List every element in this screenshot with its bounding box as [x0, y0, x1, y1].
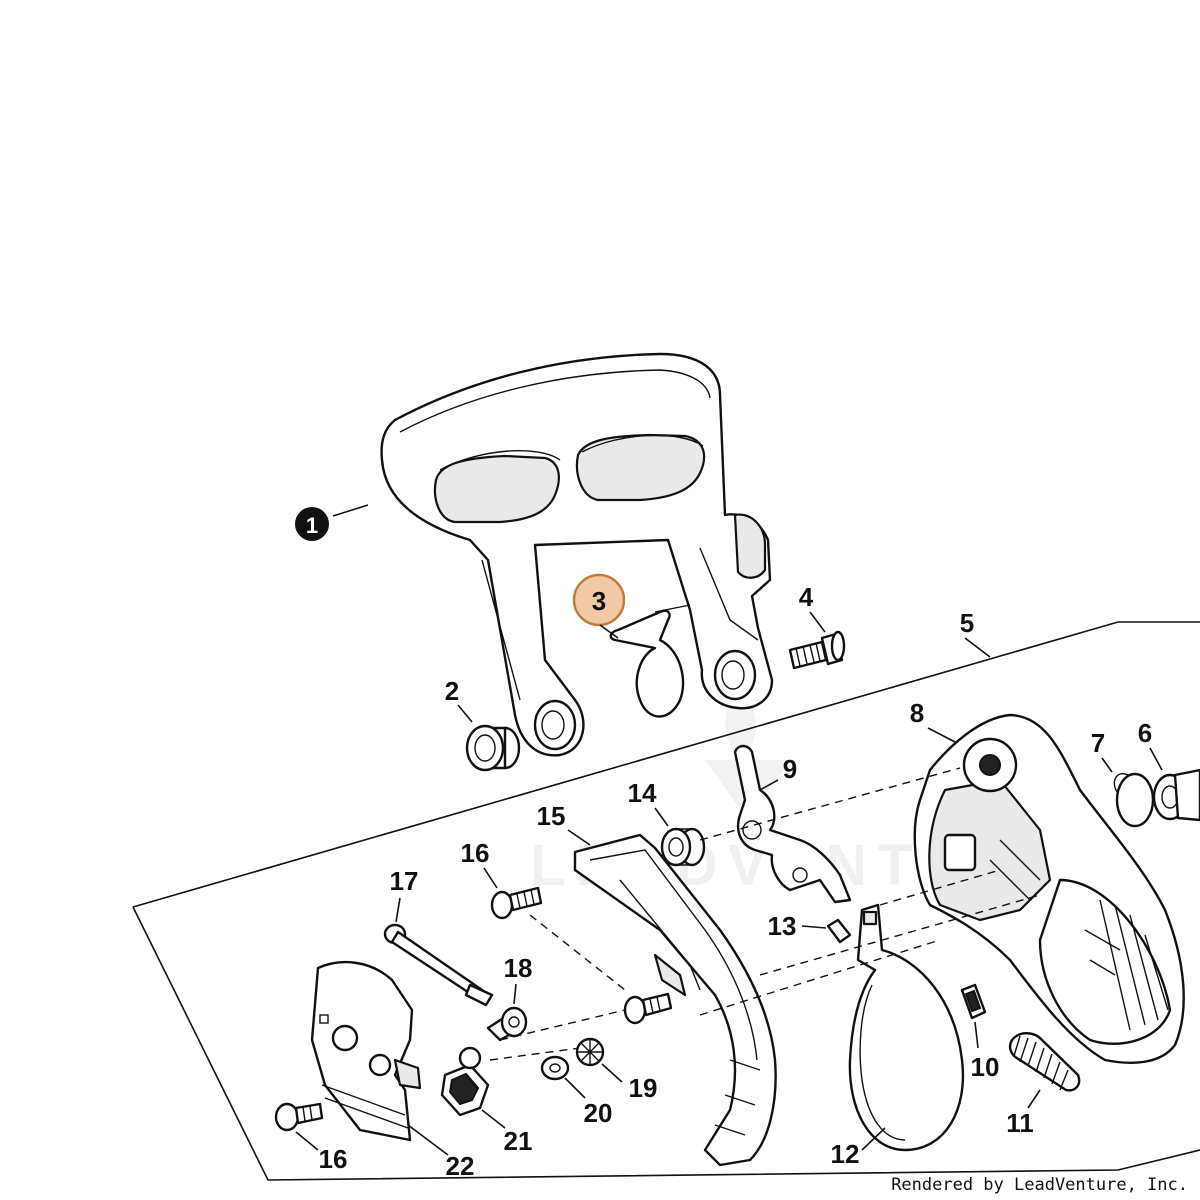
callout-3-badge	[572, 573, 626, 627]
leader-17	[395, 897, 401, 923]
callout-1[interactable]: 1	[295, 507, 329, 541]
callout-4[interactable]: 4	[799, 582, 814, 612]
callout-7[interactable]: 7	[1091, 728, 1105, 758]
callout-13[interactable]: 13	[768, 911, 797, 941]
callout-5[interactable]: 5	[960, 608, 974, 638]
leader-16-upper	[483, 867, 498, 889]
leader-21	[481, 1109, 506, 1129]
callout-15[interactable]: 15	[537, 801, 566, 831]
leader-18	[513, 983, 517, 1005]
tensioner-part-21[interactable]	[440, 1046, 490, 1117]
leader-5	[964, 637, 991, 658]
callout-8[interactable]: 8	[910, 698, 924, 728]
screw-part-4[interactable]	[788, 630, 846, 670]
assembly-panel-outline	[132, 621, 1200, 1181]
leader-14	[654, 807, 669, 827]
callout-12[interactable]: 12	[831, 1139, 860, 1169]
washer-part-20[interactable]	[540, 1055, 570, 1081]
leader-4	[809, 611, 826, 633]
screw-part-16-middle[interactable]	[623, 992, 673, 1025]
block-part-10[interactable]	[960, 983, 987, 1020]
bushing-part-2[interactable]	[465, 724, 521, 772]
adjuster-part-18[interactable]	[486, 1006, 528, 1042]
callout-6[interactable]: 6	[1138, 718, 1152, 748]
callout-19[interactable]: 19	[629, 1073, 658, 1103]
leader-13	[801, 925, 827, 929]
chain-guide-part-15[interactable]	[573, 833, 777, 1167]
callout-11[interactable]: 11	[1006, 1108, 1034, 1138]
leader-20	[564, 1077, 586, 1099]
callout-16-upper[interactable]: 16	[461, 838, 490, 868]
callout-1-badge	[295, 507, 329, 541]
leader-19	[601, 1063, 623, 1083]
brake-lever-part-9[interactable]	[733, 744, 852, 904]
screw-part-16-upper[interactable]	[490, 886, 543, 920]
nut-part-6[interactable]	[1152, 768, 1200, 822]
callout-17[interactable]: 17	[390, 866, 419, 896]
callout-18[interactable]: 18	[504, 953, 533, 983]
credit-text: Rendered by LeadVenture, Inc.	[891, 1175, 1188, 1195]
leader-10	[974, 1021, 979, 1049]
callout-16-lower[interactable]: 16	[319, 1144, 348, 1174]
screw-part-16-lower[interactable]	[274, 1102, 324, 1132]
leader-6	[1149, 747, 1163, 771]
callout-2[interactable]: 2	[445, 676, 459, 706]
leader-8	[927, 727, 956, 743]
callout-10[interactable]: 10	[971, 1052, 1000, 1082]
spring-part-3[interactable]	[609, 604, 691, 718]
cover-housing-part-8[interactable]	[913, 713, 1185, 1064]
callout-22[interactable]: 22	[446, 1151, 475, 1181]
callout-21[interactable]: 21	[504, 1126, 533, 1156]
callout-1-label: 1	[306, 513, 318, 538]
gear-part-19[interactable]	[575, 1037, 605, 1067]
bolt-part-17[interactable]	[383, 923, 494, 1007]
leader-3	[599, 624, 619, 639]
leader-11	[1027, 1089, 1041, 1109]
leader-22	[407, 1124, 449, 1156]
leader-15	[567, 829, 591, 846]
leader-7	[1101, 757, 1113, 773]
callout-3-highlighted[interactable]: 3	[572, 573, 626, 627]
callout-14[interactable]: 14	[628, 778, 657, 808]
clip-part-7[interactable]	[1113, 772, 1155, 828]
pin-part-13[interactable]	[826, 918, 852, 944]
leader-1	[332, 504, 369, 517]
callout-9[interactable]: 9	[783, 754, 797, 784]
bushing-part-14[interactable]	[660, 827, 706, 867]
leader-16-lower	[295, 1131, 319, 1151]
leader-12	[861, 1127, 886, 1151]
leader-9	[759, 779, 779, 791]
brake-band-part-12[interactable]	[848, 903, 965, 1152]
hand-guard-part[interactable]	[380, 352, 774, 757]
spring-part-11[interactable]	[1008, 1032, 1081, 1092]
callout-3-label: 3	[592, 586, 606, 616]
callout-20[interactable]: 20	[584, 1098, 613, 1128]
side-plate-part-22[interactable]	[310, 960, 422, 1142]
leader-2	[457, 704, 473, 723]
